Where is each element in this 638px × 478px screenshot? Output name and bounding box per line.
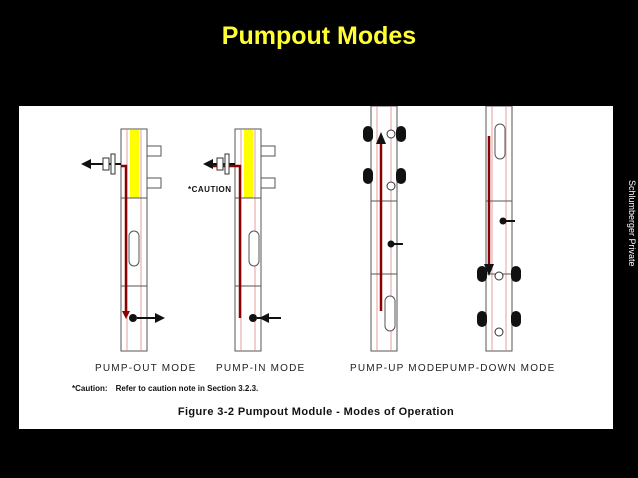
caution-note: *Caution: Refer to caution note in Sectio… — [72, 384, 258, 393]
chamber-ellipse — [128, 230, 140, 267]
side-label: Schlumberger Private — [627, 180, 637, 267]
mode-label-pump-in: PUMP-IN MODE — [216, 363, 306, 374]
slide-title: Pumpout Modes — [221, 22, 417, 50]
pump-up-tool — [363, 106, 406, 352]
caution-note-prefix: *Caution: — [72, 384, 108, 393]
chamber-ellipse — [494, 123, 506, 160]
caution-note-text: Refer to caution note in Section 3.2.3. — [115, 384, 259, 393]
yellow-section — [244, 130, 253, 198]
yellow-section — [130, 130, 139, 198]
caution-tag: *CAUTION — [188, 185, 232, 194]
mode-label-pump-down: PUMP-DOWN MODE — [442, 363, 556, 374]
figure-caption: Figure 3-2 Pumpout Module - Modes of Ope… — [177, 406, 455, 418]
mode-label-pump-out: PUMP-OUT MODE — [95, 363, 197, 374]
chamber-ellipse — [248, 230, 260, 267]
pump-in-tool — [203, 128, 281, 352]
pump-down-tool — [477, 106, 521, 352]
pump-out-tool — [81, 128, 165, 352]
chamber-ellipse — [384, 295, 396, 332]
pumpout-diagram — [81, 106, 521, 352]
figure-panel: *CAUTION PUMP-OUT MODE PUMP-IN MODE PUMP… — [19, 106, 613, 429]
mode-label-pump-up: PUMP-UP MODE — [350, 363, 444, 374]
